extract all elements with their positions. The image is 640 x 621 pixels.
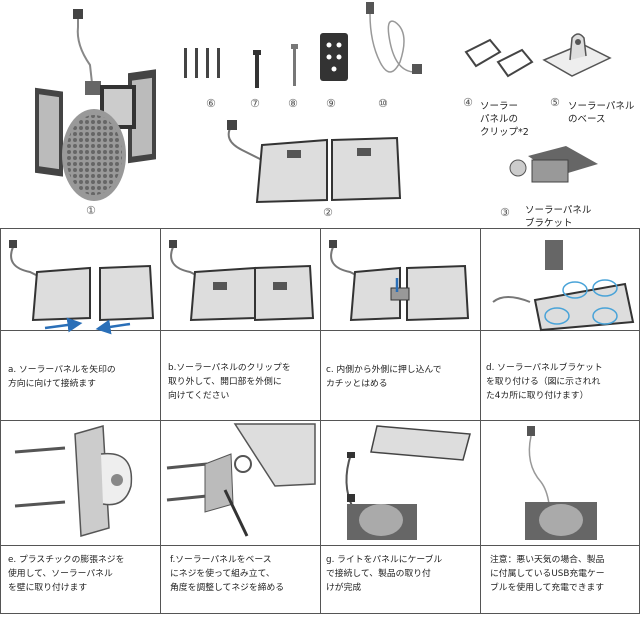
step-g-illustration (345, 425, 471, 540)
screw-icon (253, 50, 261, 88)
part-9-number: ⑨ (326, 97, 336, 110)
step-e-caption: e. プラスチックの膨張ネジを 使用して、ソーラーパネル を壁に取り付けます (8, 555, 125, 593)
step-f-illustration (166, 423, 316, 537)
part-1-number: ① (86, 204, 96, 217)
step-a-caption: a. ソーラーパネルを矢印の 方向に向けて接続ます (8, 365, 116, 389)
step-d-caption: d. ソーラーパネルブラケット を取り付ける（図に示されれ た4カ所に取り付けま… (486, 363, 603, 401)
step-a-illustration (9, 240, 155, 335)
part-3-number: ③ (500, 206, 510, 219)
lamp-illustration (35, 9, 156, 201)
part-10-number: ⑩ (378, 97, 388, 110)
panels-assembled-illustration (227, 120, 402, 204)
panel-bracket-icon (509, 146, 598, 183)
step-g-caption: g. ライトをパネルにケーブル で接続して、製品の取り付 けが完成 (326, 555, 443, 593)
part-7-number: ⑦ (250, 97, 260, 110)
part-4-number: ④ (463, 96, 473, 109)
part-8-number: ⑧ (288, 97, 298, 110)
remote-control-icon (320, 33, 348, 81)
usb-charging-illustration (525, 426, 597, 540)
note-caption: 注意：悪い天気の場合、製品 に付属しているUSB充電ケー ブルを使用して充電でき… (490, 555, 605, 593)
column-divider (320, 228, 321, 614)
part-6-number: ⑥ (206, 97, 216, 110)
column-divider (160, 228, 161, 614)
usb-cable-icon (366, 2, 422, 74)
column-divider (480, 228, 481, 614)
part-2-number: ② (323, 206, 333, 219)
step-d-illustration (492, 240, 635, 332)
step-f-caption: f.ソーラーパネルをベース にネジを使って組み立て、 角度を調整してネジを締める (170, 555, 285, 593)
panel-base-icon (542, 33, 612, 77)
step-b-illustration (169, 240, 315, 322)
step-c-caption: c. 内側から外側に押し込んで カチッとはめる (326, 365, 442, 389)
step-e-illustration (14, 425, 133, 537)
part-5-number: ⑤ (550, 96, 560, 109)
part-3-label: ソーラーパネル ブラケット (525, 205, 592, 229)
step-c-illustration (329, 240, 470, 322)
step-b-caption: b.ソーラーパネルのクリップを 取り外して、開口部を外側に 向けてください (168, 363, 291, 401)
part-4-label: ソーラー パネルの クリップ*2 (480, 101, 529, 138)
part-5-label: ソーラーパネル のベース (568, 101, 635, 125)
expansion-screws-icon (184, 48, 220, 78)
panel-clips-icon (464, 38, 534, 78)
bolt-icon (291, 44, 298, 86)
